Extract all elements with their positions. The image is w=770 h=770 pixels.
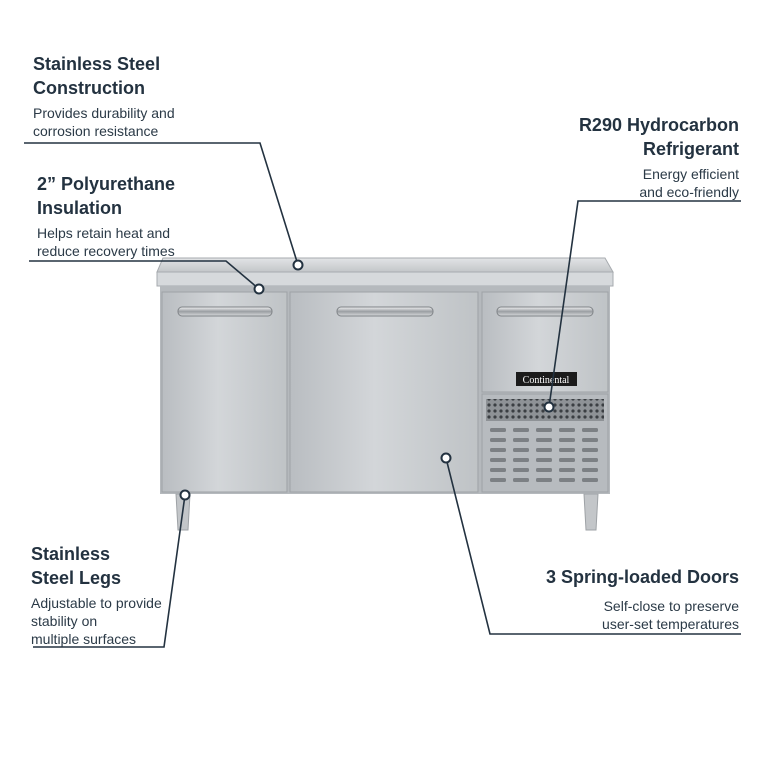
callout-title: 3 Spring-loaded Doors xyxy=(545,567,739,587)
hotspots xyxy=(179,259,555,501)
leader-line-legs xyxy=(33,494,186,648)
callout-description: Helps retain heat and reduce recovery ti… xyxy=(37,225,175,259)
grille-louver xyxy=(559,448,575,452)
grille-louver xyxy=(490,438,506,442)
grille-louver xyxy=(490,458,506,462)
callout-refrigerant: R290 Hydrocarbon Refrigerant Energy effi… xyxy=(509,113,739,201)
grille-louver xyxy=(513,458,529,462)
callout-title: 2” Polyurethane Insulation xyxy=(37,174,176,218)
grille-louver xyxy=(490,428,506,432)
callout-description: Energy efficient and eco-friendly xyxy=(639,166,739,200)
grille-louver xyxy=(536,468,552,472)
grille-louver xyxy=(582,428,598,432)
door-handle xyxy=(496,306,594,317)
grille-louver xyxy=(559,478,575,482)
grille-louver xyxy=(536,458,552,462)
grille-louver xyxy=(490,448,506,452)
callout-description: Self-close to preserve user-set temperat… xyxy=(602,598,739,632)
leader-line-refrigerant xyxy=(548,200,741,408)
callout-doors: 3 Spring-loaded Doors Self-close to pres… xyxy=(479,565,739,633)
grille-louver xyxy=(582,468,598,472)
grille-louver xyxy=(559,458,575,462)
grille-louver xyxy=(513,448,529,452)
door-center xyxy=(289,291,479,493)
callout-title: R290 Hydrocarbon Refrigerant xyxy=(578,115,739,159)
grille-louver xyxy=(582,438,598,442)
callout-title: Stainless Steel Construction xyxy=(33,54,161,98)
callout-title: Stainless Steel Legs xyxy=(31,544,122,588)
grille-louver xyxy=(536,448,552,452)
grille-louver xyxy=(536,428,552,432)
door-handle xyxy=(336,306,434,317)
grille-louver xyxy=(513,438,529,442)
legs xyxy=(175,493,599,531)
grille-louver xyxy=(559,468,575,472)
leader-lines xyxy=(24,142,741,648)
grille-louver xyxy=(490,478,506,482)
grille-louver xyxy=(536,438,552,442)
door-left xyxy=(161,291,288,493)
grille-louver xyxy=(513,428,529,432)
hotspot-insulation xyxy=(253,283,265,295)
hotspot-doors xyxy=(440,452,452,464)
hotspot-legs xyxy=(179,489,191,501)
grille-louver xyxy=(490,468,506,472)
hotspot-construction xyxy=(292,259,304,271)
brand-label: Continental xyxy=(523,375,570,386)
leader-line-insulation xyxy=(29,260,260,290)
grille-louver xyxy=(513,478,529,482)
grille-louver xyxy=(536,478,552,482)
leader-line-construction xyxy=(24,142,299,266)
grille-louver xyxy=(559,438,575,442)
countertop xyxy=(156,257,614,287)
callout-description: Provides durability and corrosion resist… xyxy=(33,105,175,139)
grille-louver xyxy=(582,478,598,482)
hotspot-refrigerant xyxy=(543,401,555,413)
brand-badge: Continental xyxy=(516,372,577,386)
grille-louver xyxy=(559,428,575,432)
callout-description: Adjustable to provide stability on multi… xyxy=(31,595,162,647)
grille-louver xyxy=(582,458,598,462)
leader-line-doors xyxy=(445,457,741,635)
grille-louver xyxy=(582,448,598,452)
callout-construction: Stainless Steel Construction Provides du… xyxy=(33,52,263,140)
grille-louver xyxy=(513,468,529,472)
callout-insulation: 2” Polyurethane Insulation Helps retain … xyxy=(37,172,257,260)
callout-legs: Stainless Steel Legs Adjustable to provi… xyxy=(31,542,211,648)
door-handle xyxy=(177,306,273,317)
